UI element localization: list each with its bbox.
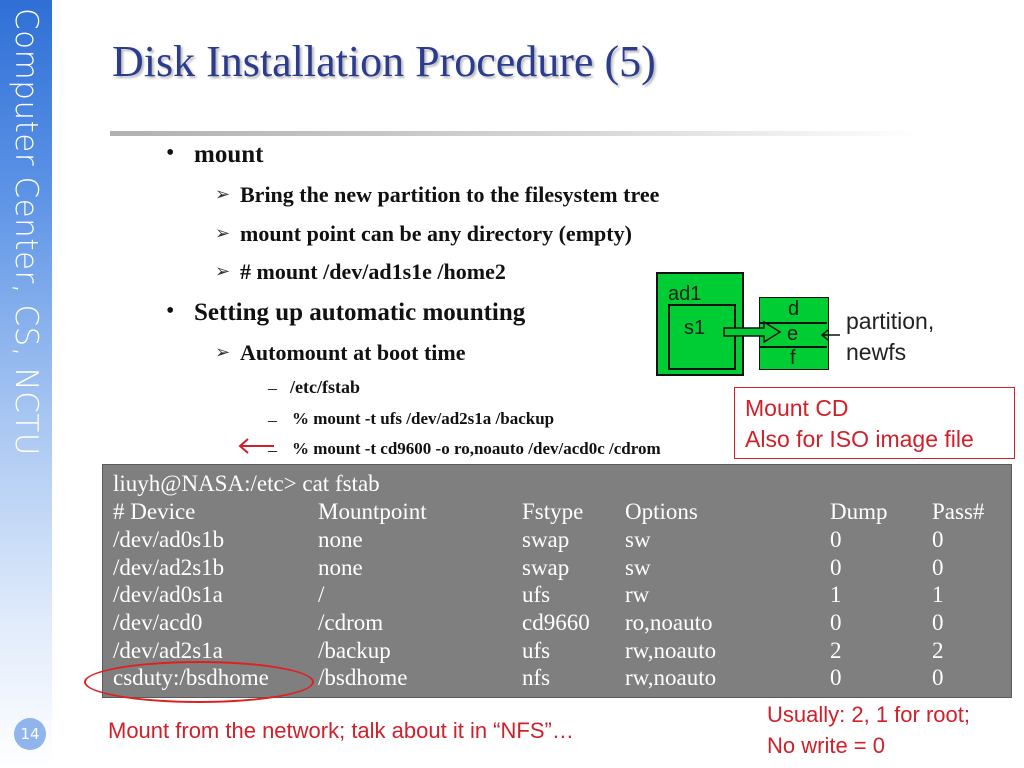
subsub-mount-cd: % mount -t cd9600 -o ro,noauto /dev/acd0… xyxy=(292,439,661,458)
fstab-cell: /dev/ad2s1a xyxy=(113,638,223,663)
slice-to-partition-arrow-icon xyxy=(723,320,782,344)
network-entry-highlight xyxy=(84,661,314,703)
fstab-output-block xyxy=(102,464,1012,698)
slice-s1-box xyxy=(668,304,736,370)
title-divider xyxy=(110,131,920,136)
subitem-automount: Automount at boot time xyxy=(240,340,466,365)
fstab-cell: 0 xyxy=(830,665,842,690)
mount-cd-line1: Mount CD xyxy=(745,395,849,421)
page-number: 14 xyxy=(14,718,46,750)
disk-ad1-box xyxy=(656,272,744,376)
fstab-cell: nfs xyxy=(522,665,551,690)
fstab-cell: /bsdhome xyxy=(318,665,408,690)
subitem-bring: Bring the new partition to the filesyste… xyxy=(240,182,660,207)
sidebar-band: Computer Center, CS, NCTU xyxy=(0,0,52,768)
bullet-dot: • xyxy=(166,140,175,166)
bullet-dot: • xyxy=(166,298,175,324)
fstab-cell: /backup xyxy=(318,638,391,663)
dash-bullet: – xyxy=(268,410,277,430)
fstab-cell: 0 xyxy=(932,665,944,690)
partition-e-label: e xyxy=(787,323,799,345)
bullet-mount: mount xyxy=(194,141,264,168)
fstab-header-pass: Pass# xyxy=(932,499,985,524)
fstab-cell: ufs xyxy=(522,638,551,663)
partition-f-label: f xyxy=(790,347,796,369)
fstab-cell: 1 xyxy=(932,582,944,607)
fstab-cell: /dev/ad0s1b xyxy=(113,527,225,552)
fstab-header-fstype: Fstype xyxy=(522,499,584,524)
bullet-auto-mount: Setting up automatic mounting xyxy=(194,299,526,326)
disk-label: ad1 xyxy=(668,283,702,305)
sidebar-label: Computer Center, CS, NCTU xyxy=(8,8,44,456)
fstab-cell: /cdrom xyxy=(318,610,384,635)
fstab-cell: cd9660 xyxy=(522,610,590,635)
left-arrow-icon xyxy=(238,438,274,454)
fstab-cell: 0 xyxy=(830,527,842,552)
fstab-cell: 2 xyxy=(830,638,842,663)
dash-bullet: – xyxy=(268,378,277,398)
network-note: Mount from the network; talk about it in… xyxy=(108,718,574,743)
fstab-cell: rw,noauto xyxy=(625,665,717,690)
slice-label: s1 xyxy=(684,317,706,339)
fstab-cell: /dev/ad0s1a xyxy=(113,582,223,607)
fstab-cell: rw xyxy=(625,582,650,607)
fstab-header-options: Options xyxy=(625,499,698,524)
arrow-bullet-icon: ➢ xyxy=(215,342,231,363)
fstab-cell: none xyxy=(318,527,363,552)
arrow-bullet-icon: ➢ xyxy=(215,223,231,244)
fstab-header-dump: Dump xyxy=(830,499,888,524)
fstab-cell: ro,noauto xyxy=(625,610,713,635)
mount-cd-line2: Also for ISO image file xyxy=(745,426,974,452)
fstab-cell: 1 xyxy=(830,582,842,607)
fstab-cell: 0 xyxy=(932,610,944,635)
mount-cd-callout xyxy=(734,387,1015,459)
fstab-cell: 0 xyxy=(932,527,944,552)
partition-note-line1: partition, xyxy=(846,308,935,334)
partition-note-line2: newfs xyxy=(846,339,907,365)
fstab-cell: swap xyxy=(522,555,570,580)
fstab-cell: /dev/acd0 xyxy=(113,610,203,635)
arrow-bullet-icon: ➢ xyxy=(215,261,231,282)
fstab-cell: 0 xyxy=(830,610,842,635)
fstab-cell: 0 xyxy=(932,555,944,580)
fstab-cell: / xyxy=(318,582,325,607)
dash-bullet: – xyxy=(268,440,277,460)
fstab-cell: sw xyxy=(625,527,651,552)
subitem-mount-point: mount point can be any directory (empty) xyxy=(240,221,632,246)
partition-d-label: d xyxy=(788,298,800,320)
fstab-prompt: liuyh@NASA:/etc> cat fstab xyxy=(113,471,380,496)
subitem-mount-command: # mount /dev/ad1s1e /home2 xyxy=(240,259,506,284)
fstab-cell: swap xyxy=(522,527,570,552)
pass-note-line2: No write = 0 xyxy=(767,733,885,758)
fstab-header-mountpoint: Mountpoint xyxy=(318,499,427,524)
subsub-etc-fstab: /etc/fstab xyxy=(290,377,360,397)
subsub-mount-ufs: % mount -t ufs /dev/ad2s1a /backup xyxy=(292,409,555,428)
fstab-cell: /dev/ad2s1b xyxy=(113,555,225,580)
fstab-cell: none xyxy=(318,555,363,580)
fstab-cell: 0 xyxy=(830,555,842,580)
slide-title: Disk Installation Procedure (5) xyxy=(112,37,656,86)
fstab-cell: rw,noauto xyxy=(625,638,717,663)
fstab-cell: 2 xyxy=(932,638,944,663)
arrow-bullet-icon: ➢ xyxy=(215,184,231,205)
pass-note-line1: Usually: 2, 1 for root; xyxy=(767,702,970,727)
fstab-cell: sw xyxy=(625,555,651,580)
fstab-cell: ufs xyxy=(522,582,551,607)
fstab-header-device: # Device xyxy=(113,499,196,524)
note-arrow-icon xyxy=(820,329,840,341)
